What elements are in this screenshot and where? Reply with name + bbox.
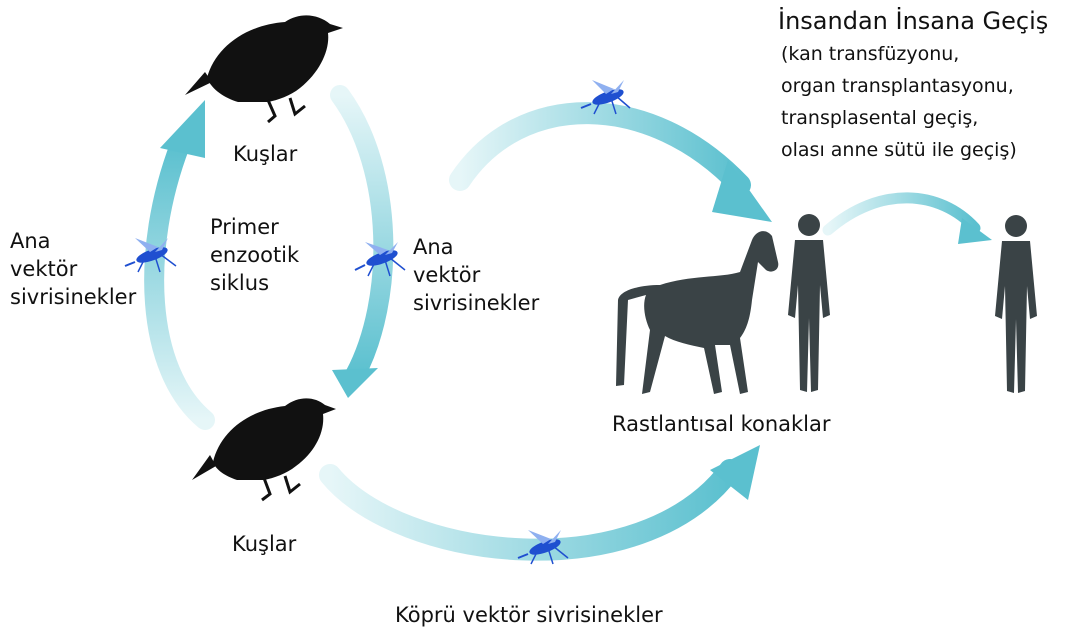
birds-bottom-label: Kuşlar xyxy=(232,532,297,556)
arrow-human-to-human xyxy=(822,192,992,244)
human-to-human-item-3: transplasental geçiş, xyxy=(781,107,979,129)
birds-top-label: Kuşlar xyxy=(233,142,298,166)
bridge-vectors-label: Köprü vektör sivrisinekler xyxy=(395,603,663,627)
bird-top-icon xyxy=(185,15,343,124)
human-to-human-title: İnsandan İnsana Geçiş xyxy=(778,7,1049,35)
mosquito-top-icon xyxy=(580,80,631,115)
human-to-human-item-1: (kan transfüzyonu, xyxy=(781,43,960,65)
arrow-right-arc xyxy=(330,85,394,398)
vector-right-label: Ana vektör sivrisinekler xyxy=(413,235,540,315)
bird-bottom-icon xyxy=(192,398,336,502)
human-recipient-icon xyxy=(995,215,1037,393)
human-to-human-item-2: organ transplantasyonu, xyxy=(781,75,1014,97)
horse-icon xyxy=(616,231,779,394)
human-to-human-item-4: olası anne sütü ile geçiş) xyxy=(781,139,1017,161)
arrow-left-arc xyxy=(144,100,215,430)
arrow-to-hosts-top xyxy=(449,102,772,222)
mosquito-right-icon xyxy=(354,242,406,277)
cycle-center-label: Primer enzootik siklus xyxy=(210,215,300,295)
vector-left-label: Ana vektör sivrisinekler xyxy=(10,229,137,309)
mosquito-left-icon xyxy=(124,238,177,273)
mosquito-bottom-icon xyxy=(517,530,569,565)
arrow-bridge-bottom xyxy=(319,445,760,561)
human-host-icon xyxy=(788,214,830,392)
incidental-hosts-label: Rastlantısal konaklar xyxy=(612,412,831,436)
